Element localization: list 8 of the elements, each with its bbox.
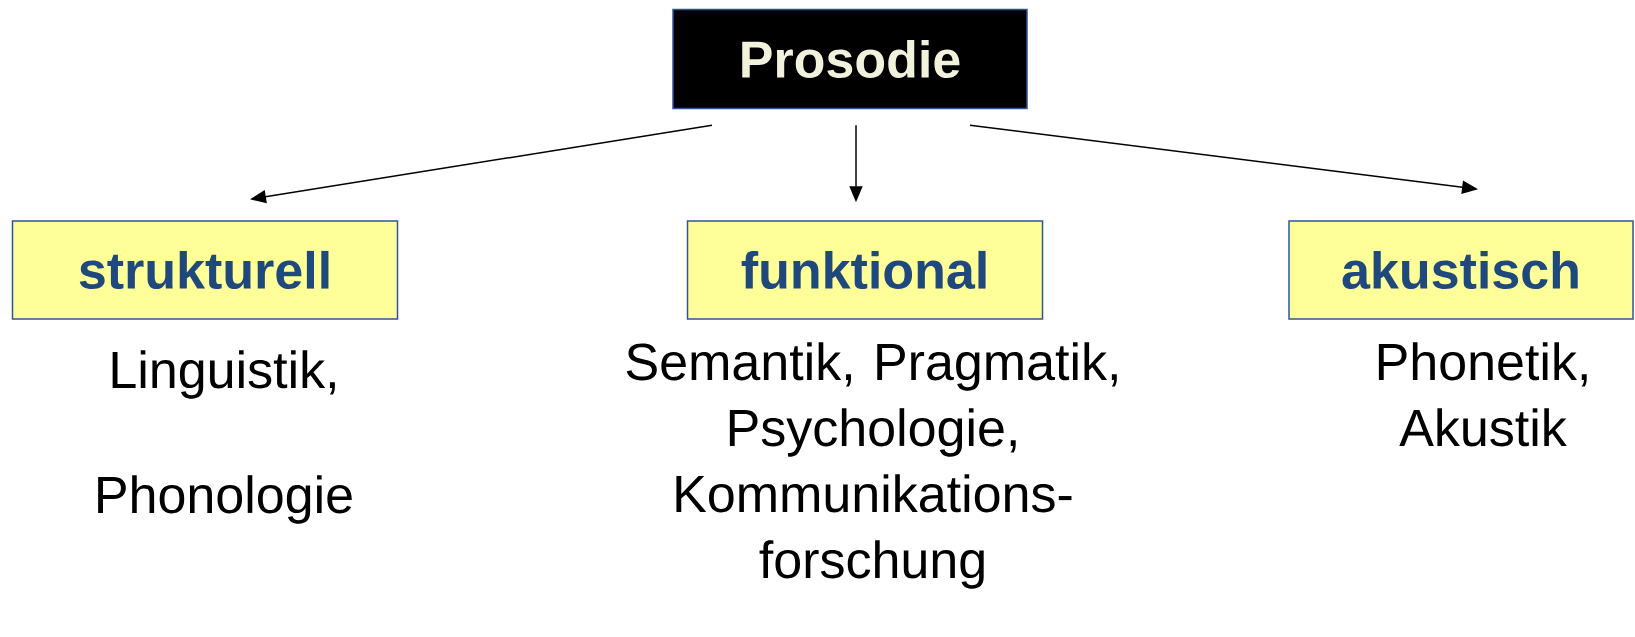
category-box: strukturell — [11, 220, 399, 320]
title-box: Prosodie — [672, 8, 1028, 110]
category-box: akustisch — [1288, 220, 1634, 320]
category-box: funktional — [686, 220, 1044, 320]
description-text: Phonetik, Akustik — [1378, 342, 1587, 447]
description-text: Semantik, Pragmatik, Psychologie, Kommunikations- forschung — [626, 342, 1117, 589]
description-text: Linguistik, — [112, 350, 335, 399]
description-text: Phonologie — [98, 475, 352, 524]
